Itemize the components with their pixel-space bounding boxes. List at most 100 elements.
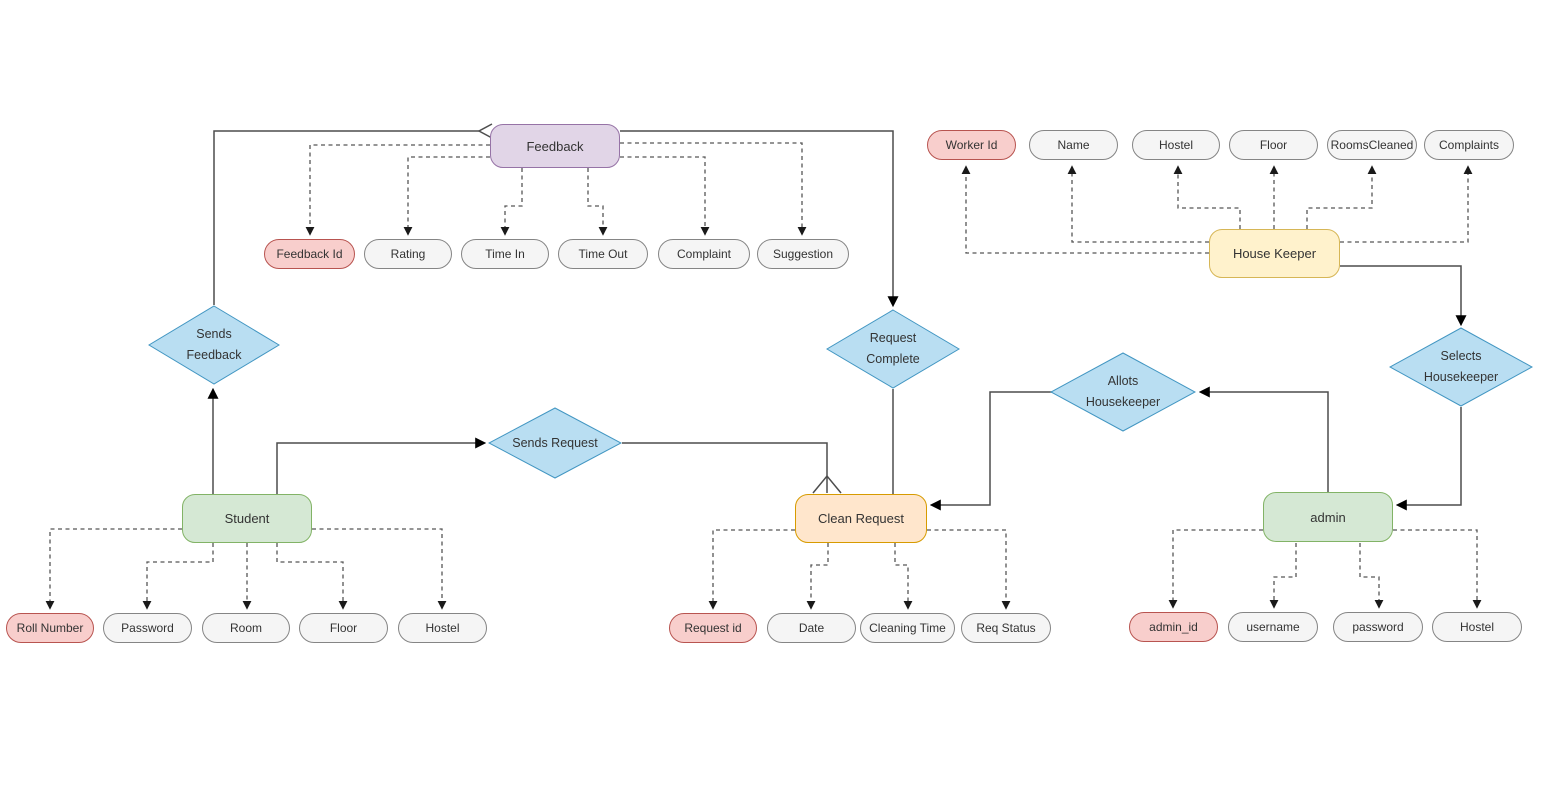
edge-admin-attr-hostel	[1393, 529, 1482, 609]
attribute-label: Time In	[485, 247, 525, 261]
edge-housekeeper-attr-name	[1067, 165, 1209, 243]
attribute-admin-hostel[interactable]: Hostel	[1432, 612, 1522, 642]
attribute-complaint[interactable]: Complaint	[658, 239, 750, 269]
relationship-sends-feedback[interactable]: Sends Feedback	[148, 305, 280, 385]
attribute-cleaning-time[interactable]: Cleaning Time	[860, 613, 955, 643]
attribute-label: admin_id	[1149, 620, 1198, 634]
attribute-hk-hostel[interactable]: Hostel	[1132, 130, 1220, 160]
entity-student-label: Student	[224, 511, 270, 526]
entity-clean-request[interactable]: Clean Request	[795, 494, 927, 543]
attribute-hk-name[interactable]: Name	[1029, 130, 1118, 160]
attribute-student-hostel[interactable]: Hostel	[398, 613, 487, 643]
diamond-shape	[148, 305, 280, 385]
attribute-student-floor[interactable]: Floor	[299, 613, 388, 643]
relationship-request-complete[interactable]: Request Complete	[826, 309, 960, 389]
crows-foot-clean-request	[812, 474, 842, 494]
attribute-label: Floor	[329, 621, 358, 635]
edge-admin-to-allots-housekeeper	[1198, 386, 1329, 492]
attribute-admin-password[interactable]: password	[1333, 612, 1423, 642]
edge-sends-feedback-to-feedback	[213, 130, 479, 305]
attribute-label: RoomsCleaned	[1330, 138, 1414, 152]
diamond-shape	[1050, 352, 1196, 432]
attribute-complaints[interactable]: Complaints	[1424, 130, 1514, 160]
edge-allots-housekeeper-to-clean-request	[929, 391, 1052, 511]
relationship-selects-housekeeper[interactable]: Selects Housekeeper	[1389, 327, 1533, 407]
attribute-label: Password	[121, 621, 174, 635]
edge-clean-request-attr-date	[806, 543, 829, 610]
attribute-label: Date	[798, 621, 825, 635]
attribute-label: Req Status	[976, 621, 1036, 635]
attribute-label: Name	[1057, 138, 1090, 152]
edge-clean-request-attr-request-id	[708, 529, 795, 610]
relationship-request-complete-label: Request Complete	[866, 331, 920, 366]
relationship-allots-housekeeper-label: Allots Housekeeper	[1085, 374, 1161, 409]
attribute-student-password[interactable]: Password	[103, 613, 192, 643]
entity-student[interactable]: Student	[182, 494, 312, 543]
attribute-label: Complaint	[676, 247, 732, 261]
attribute-time-out[interactable]: Time Out	[558, 239, 648, 269]
attribute-label: Floor	[1259, 138, 1288, 152]
edge-housekeeper-attr-roomscleaned	[1306, 165, 1377, 229]
edge-feedback-attr-rating	[403, 156, 490, 236]
open-arrowhead-feedback	[477, 123, 493, 139]
attribute-label: Rating	[390, 247, 426, 261]
edge-feedback-attr-feedback-id	[305, 144, 490, 236]
relationship-selects-housekeeper-label: Selects Housekeeper	[1423, 349, 1499, 384]
entity-clean-request-label: Clean Request	[818, 511, 904, 526]
attribute-label: Cleaning Time	[869, 621, 946, 635]
attribute-label: Complaints	[1438, 138, 1500, 152]
attribute-date[interactable]: Date	[767, 613, 856, 643]
attribute-label: Hostel	[425, 621, 460, 635]
edge-feedback-attr-time-in	[500, 168, 523, 236]
attribute-label: password	[1352, 620, 1404, 634]
edge-admin-attr-admin-id	[1168, 529, 1263, 609]
attribute-room[interactable]: Room	[202, 613, 290, 643]
edge-student-attr-password	[142, 543, 214, 610]
edge-feedback-attr-complaint	[620, 156, 710, 236]
attribute-admin-id[interactable]: admin_id	[1129, 612, 1218, 642]
edge-house-keeper-to-selects-housekeeper	[1340, 265, 1467, 327]
edge-feedback-attr-suggestion	[620, 142, 807, 236]
attribute-roomscleaned[interactable]: RoomsCleaned	[1327, 130, 1417, 160]
attribute-label: Worker Id	[945, 138, 998, 152]
attribute-feedback-id[interactable]: Feedback Id	[264, 239, 355, 269]
entity-feedback-label: Feedback	[526, 138, 584, 154]
entity-house-keeper[interactable]: House Keeper	[1209, 229, 1340, 278]
edge-sends-request-to-clean-request	[622, 442, 828, 476]
attribute-label: Request id	[684, 621, 742, 635]
attribute-time-in[interactable]: Time In	[461, 239, 549, 269]
attribute-rating[interactable]: Rating	[364, 239, 452, 269]
relationship-allots-housekeeper[interactable]: Allots Housekeeper	[1050, 352, 1196, 432]
edge-clean-request-attr-req-status	[927, 529, 1011, 610]
attribute-worker-id[interactable]: Worker Id	[927, 130, 1016, 160]
attribute-roll-number[interactable]: Roll Number	[6, 613, 94, 643]
edge-selects-housekeeper-to-admin	[1395, 407, 1462, 511]
entity-admin-label: admin	[1310, 509, 1346, 525]
attribute-label: Time Out	[578, 247, 628, 261]
relationship-sends-request[interactable]: Sends Request	[488, 407, 622, 479]
attribute-suggestion[interactable]: Suggestion	[757, 239, 849, 269]
entity-house-keeper-label: House Keeper	[1232, 246, 1317, 261]
attribute-label: Suggestion	[772, 247, 834, 261]
edge-housekeeper-attr-hostel	[1173, 165, 1241, 229]
diamond-shape	[826, 309, 960, 389]
attribute-hk-floor[interactable]: Floor	[1229, 130, 1318, 160]
edge-housekeeper-attr-worker-id	[961, 165, 1209, 254]
relationship-sends-feedback-label: Sends Feedback	[186, 327, 242, 362]
diamond-shape	[488, 407, 622, 479]
edge-feedback-to-request-complete	[620, 130, 899, 308]
attribute-label: Hostel	[1158, 138, 1193, 152]
diamond-shape	[1389, 327, 1533, 407]
entity-admin[interactable]: admin	[1263, 492, 1393, 542]
attribute-label: Room	[229, 621, 262, 635]
attribute-username[interactable]: username	[1228, 612, 1318, 642]
relationship-sends-request-label: Sends Request	[512, 435, 598, 450]
attribute-label: Hostel	[1459, 620, 1494, 634]
entity-feedback[interactable]: Feedback	[490, 124, 620, 168]
edge-student-to-sends-request	[276, 437, 487, 494]
attribute-req-status[interactable]: Req Status	[961, 613, 1051, 643]
attribute-request-id[interactable]: Request id	[669, 613, 757, 643]
edge-student-attr-hostel	[312, 528, 447, 610]
